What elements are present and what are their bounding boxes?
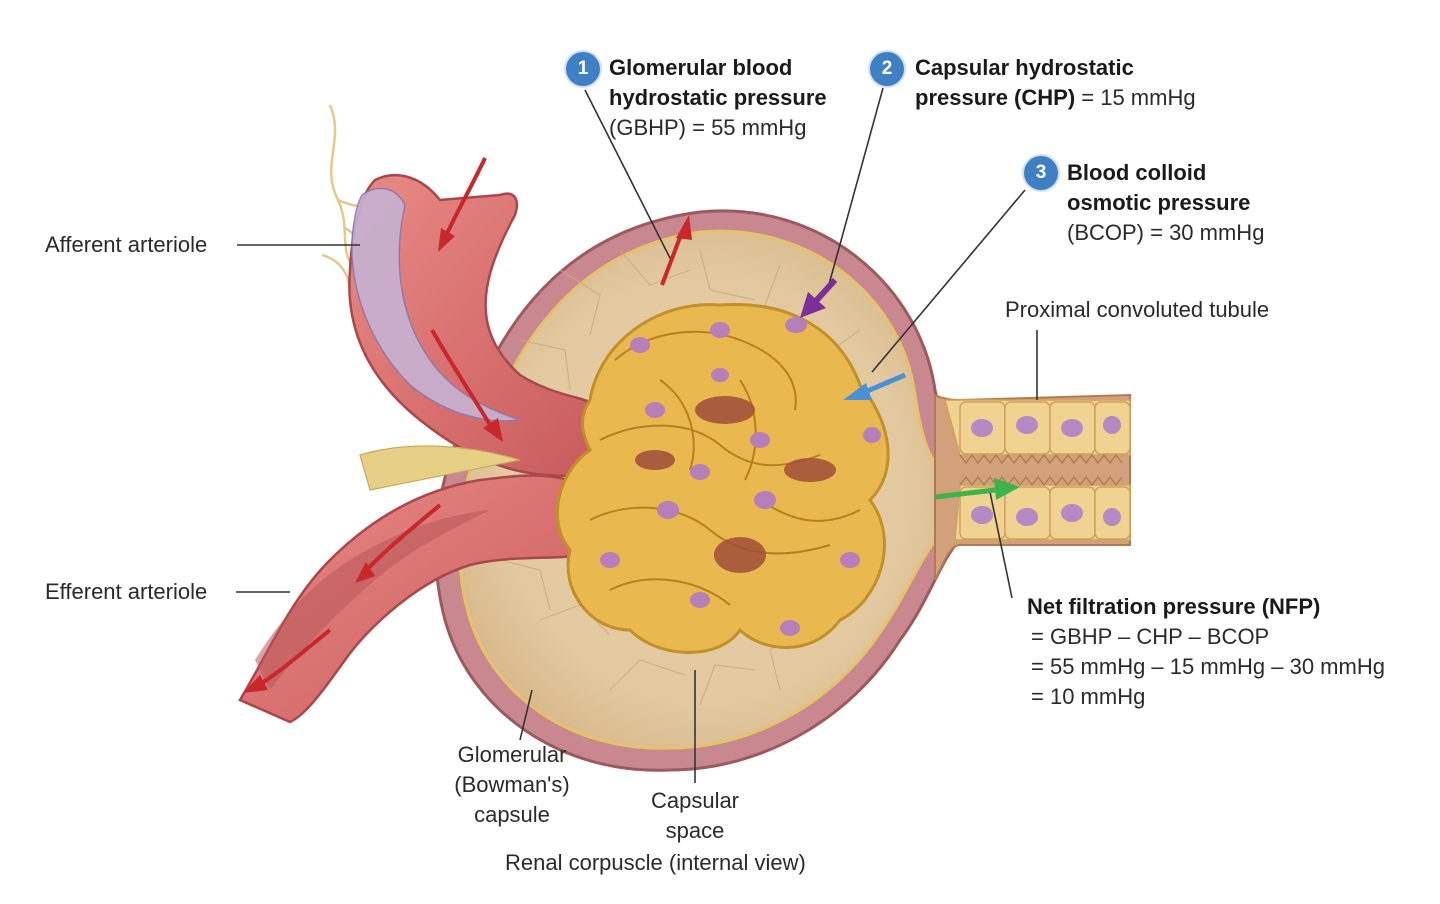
- bcop-title-line-1: Blood colloid: [1067, 160, 1207, 185]
- gbhp-value: (GBHP) = 55 mmHg: [609, 115, 807, 140]
- glomerulus: [555, 302, 890, 654]
- capsule-label-line-1: Glomerular: [457, 742, 567, 767]
- chp-arrow: [800, 277, 838, 318]
- gbhp-label: Glomerular blood hydrostatic pressure (G…: [609, 53, 827, 143]
- bcop-value: (BCOP) = 30 mmHg: [1067, 220, 1265, 245]
- nfp-title: Net filtration pressure (NFP): [1027, 594, 1321, 619]
- afferent-arteriole-label: Afferent arteriole: [45, 232, 208, 257]
- pressure-1-badge: 1: [566, 52, 600, 86]
- glomerular-capsule-label: Glomerular (Bowman's) capsule: [450, 740, 574, 830]
- pressure-2-badge: 2: [870, 52, 904, 86]
- chp-value: = 15 mmHg: [1075, 85, 1196, 110]
- blood-flow-arrowheads: [243, 228, 503, 693]
- chp-title-line-2: pressure (CHP): [915, 85, 1076, 110]
- gbhp-arrow: [660, 215, 692, 286]
- figure-caption: Renal corpuscle (internal view): [505, 850, 806, 875]
- pressure-3-badge: 3: [1024, 156, 1058, 190]
- arterioles: [238, 173, 610, 724]
- blood-flow-arrows: [260, 157, 494, 685]
- capsule-label-line-2: (Bowman's): [454, 772, 570, 797]
- capsule-label-line-3: capsule: [474, 802, 550, 827]
- chp-label: Capsular hydrostatic pressure (CHP) = 15…: [915, 53, 1196, 113]
- bcop-arrow: [843, 372, 906, 400]
- proximal-convoluted-tubule: [934, 393, 1131, 581]
- leader-lines: [236, 87, 1038, 783]
- gbhp-title-line-2: hydrostatic pressure: [609, 85, 827, 110]
- space-label-line-1: Capsular: [650, 788, 740, 813]
- nfp-line-2: = 55 mmHg – 15 mmHg – 30 mmHg: [1031, 654, 1385, 679]
- gbhp-title-line-1: Glomerular blood: [609, 55, 793, 80]
- capsular-space-label: Capsular space: [640, 786, 750, 846]
- nfp-arrow: [934, 478, 1020, 500]
- nfp-line-1: = GBHP – CHP – BCOP: [1031, 624, 1270, 649]
- chp-title-line-1: Capsular hydrostatic: [915, 55, 1134, 80]
- bcop-title-line-2: osmotic pressure: [1067, 190, 1251, 215]
- proximal-convoluted-tubule-label: Proximal convoluted tubule: [1005, 297, 1270, 322]
- nfp-label: Net filtration pressure (NFP) = GBHP – C…: [1027, 592, 1385, 712]
- space-label-line-2: space: [665, 818, 725, 843]
- nfp-line-3: = 10 mmHg: [1031, 684, 1146, 709]
- bcop-label: Blood colloid osmotic pressure (BCOP) = …: [1067, 158, 1264, 248]
- efferent-arteriole-label: Efferent arteriole: [45, 579, 208, 604]
